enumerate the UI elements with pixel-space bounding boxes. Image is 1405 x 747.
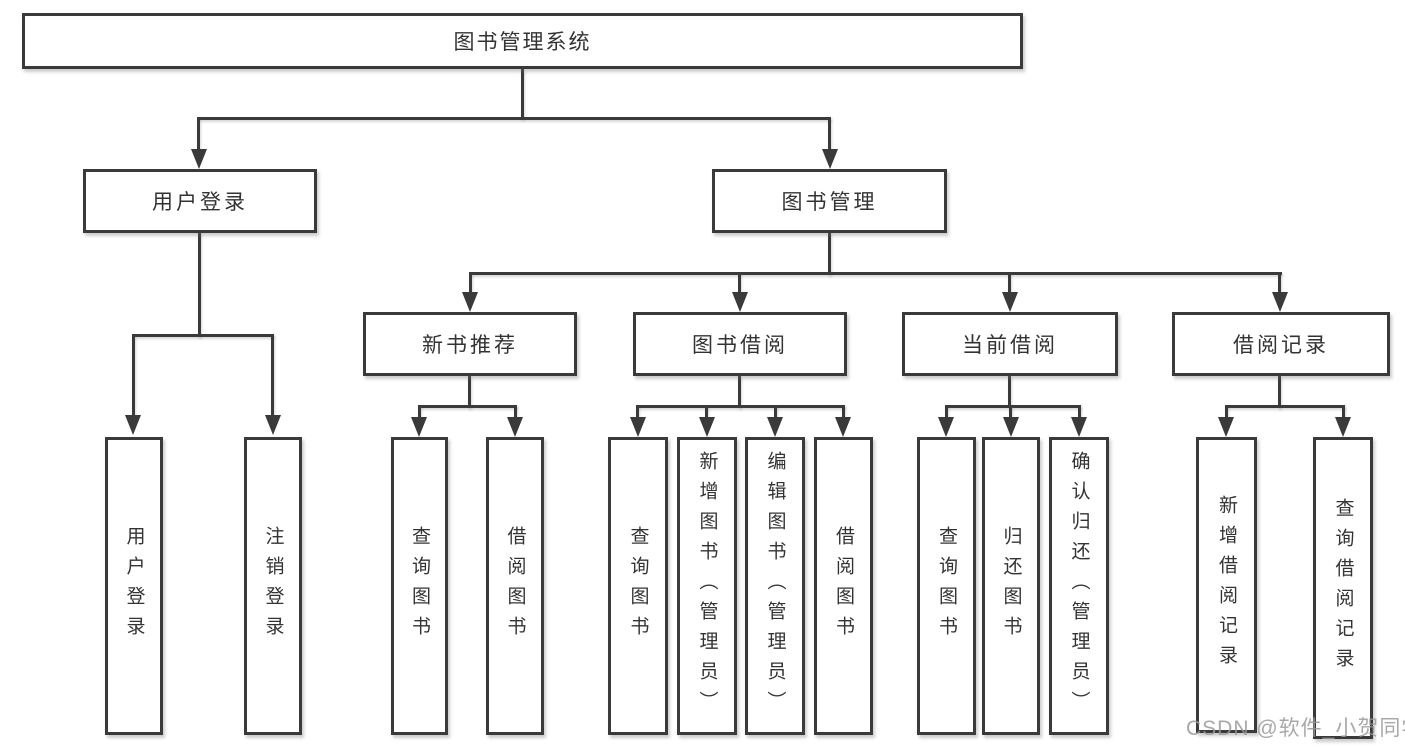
node-new-book-recommend: 新书推荐 — [363, 312, 577, 376]
connector-user-login-stem — [198, 232, 201, 337]
leaf-borrowing-query-books: 查询图书 — [608, 437, 668, 735]
arrow-down-icon — [630, 417, 646, 437]
leaf-user-login: 用户登录 — [105, 437, 163, 735]
connector-records-drop-1 — [1225, 405, 1228, 418]
node-borrowing-records: 借阅记录 — [1172, 312, 1390, 376]
connector-current-bar — [945, 405, 1081, 408]
arrow-down-icon — [699, 417, 715, 437]
connector-user-login-bar — [132, 334, 274, 337]
arrow-down-icon — [1335, 417, 1351, 437]
node-label: 图书借阅 — [692, 334, 788, 357]
connector-user-login-drop-1 — [132, 334, 135, 416]
node-label: 注销登录 — [262, 526, 284, 646]
arrow-down-icon — [1218, 417, 1234, 437]
arrow-down-icon — [1003, 417, 1019, 437]
leaf-borrowing-edit-books-admin: 编辑图书（管理员） — [745, 437, 805, 735]
connector-root-drop-left — [197, 117, 200, 151]
leaf-current-return-books: 归还图书 — [982, 437, 1040, 735]
connector-book-mgmt-drop-2 — [738, 272, 741, 294]
connector-current-drop-1 — [945, 405, 948, 418]
node-label: 查询借阅记录 — [1332, 498, 1354, 678]
arrow-down-icon — [1272, 292, 1288, 312]
leaf-newbook-query-books: 查询图书 — [391, 437, 448, 735]
connector-root-stem — [521, 69, 524, 119]
node-user-login: 用户登录 — [83, 169, 317, 233]
node-label: 图书管理 — [781, 191, 878, 214]
arrow-down-icon — [1071, 417, 1087, 437]
leaf-borrowing-add-books-admin: 新增图书（管理员） — [677, 437, 737, 735]
connector-records-drop-2 — [1342, 405, 1345, 418]
leaf-current-query-books: 查询图书 — [917, 437, 976, 735]
node-book-borrowing: 图书借阅 — [633, 312, 847, 376]
leaf-logout: 注销登录 — [244, 437, 302, 735]
node-current-borrowing: 当前借阅 — [902, 312, 1118, 376]
connector-book-mgmt-drop-4 — [1278, 272, 1281, 294]
arrow-down-icon — [507, 417, 523, 437]
arrow-down-icon — [462, 292, 478, 312]
node-label: 新书推荐 — [422, 334, 518, 357]
arrow-down-icon — [265, 415, 281, 435]
leaf-records-query-record: 查询借阅记录 — [1313, 437, 1373, 739]
leaf-records-add-record: 新增借阅记录 — [1196, 437, 1257, 733]
node-label: 确认归还（管理员） — [1068, 451, 1090, 721]
node-label: 查询图书 — [409, 526, 430, 646]
node-label: 用户登录 — [123, 526, 145, 646]
leaf-newbook-borrow-books: 借阅图书 — [486, 437, 544, 735]
connector-book-mgmt-stem — [828, 232, 831, 275]
connector-new-book-stem — [468, 376, 471, 408]
arrow-down-icon — [411, 417, 427, 437]
connector-borrowing-drop-2 — [705, 405, 708, 418]
arrow-down-icon — [822, 149, 838, 169]
node-label: 借阅图书 — [504, 526, 526, 646]
connector-records-stem — [1278, 376, 1281, 408]
arrow-down-icon — [938, 417, 954, 437]
connector-root-bar — [197, 117, 831, 120]
connector-root-drop-right — [828, 117, 831, 151]
connector-book-mgmt-drop-1 — [469, 272, 472, 294]
node-label: 当前借阅 — [962, 334, 1058, 357]
arrow-down-icon — [1002, 292, 1018, 312]
node-label: 查询图书 — [936, 526, 957, 646]
arrow-down-icon — [125, 415, 141, 435]
connector-new-book-bar — [418, 405, 517, 408]
connector-current-drop-2 — [1009, 405, 1012, 418]
node-label: 图书管理系统 — [453, 31, 592, 54]
connector-new-book-drop-2 — [514, 405, 517, 418]
watermark: CSDN @软件_小贺同学 — [1186, 717, 1405, 740]
connector-borrowing-drop-1 — [636, 405, 639, 418]
node-label: 用户登录 — [152, 191, 248, 214]
arrow-down-icon — [767, 417, 783, 437]
connector-current-drop-3 — [1078, 405, 1081, 418]
connector-current-stem — [1008, 376, 1011, 408]
connector-borrowing-drop-3 — [774, 405, 777, 418]
node-root-system: 图书管理系统 — [22, 13, 1023, 69]
connector-book-mgmt-bar — [469, 272, 1282, 275]
connector-borrowing-stem — [738, 376, 741, 408]
arrow-down-icon — [835, 417, 851, 437]
node-label: 借阅记录 — [1233, 334, 1329, 357]
connector-records-bar — [1225, 405, 1345, 408]
leaf-borrowing-borrow-books: 借阅图书 — [814, 437, 873, 735]
connector-book-mgmt-drop-3 — [1008, 272, 1011, 294]
node-label: 查询图书 — [627, 526, 649, 646]
arrow-down-icon — [732, 292, 748, 312]
connector-borrowing-drop-4 — [842, 405, 845, 418]
node-label: 新增借阅记录 — [1216, 495, 1237, 675]
leaf-current-confirm-return-admin: 确认归还（管理员） — [1049, 437, 1109, 735]
node-label: 编辑图书（管理员） — [764, 451, 786, 721]
node-label: 新增图书（管理员） — [696, 451, 718, 721]
connector-new-book-drop-1 — [418, 405, 421, 418]
node-label: 借阅图书 — [833, 526, 854, 646]
node-label: 归还图书 — [1000, 526, 1022, 646]
node-book-management: 图书管理 — [712, 169, 947, 233]
arrow-down-icon — [191, 149, 207, 169]
connector-user-login-drop-2 — [271, 334, 274, 416]
connector-borrowing-bar — [636, 405, 845, 408]
